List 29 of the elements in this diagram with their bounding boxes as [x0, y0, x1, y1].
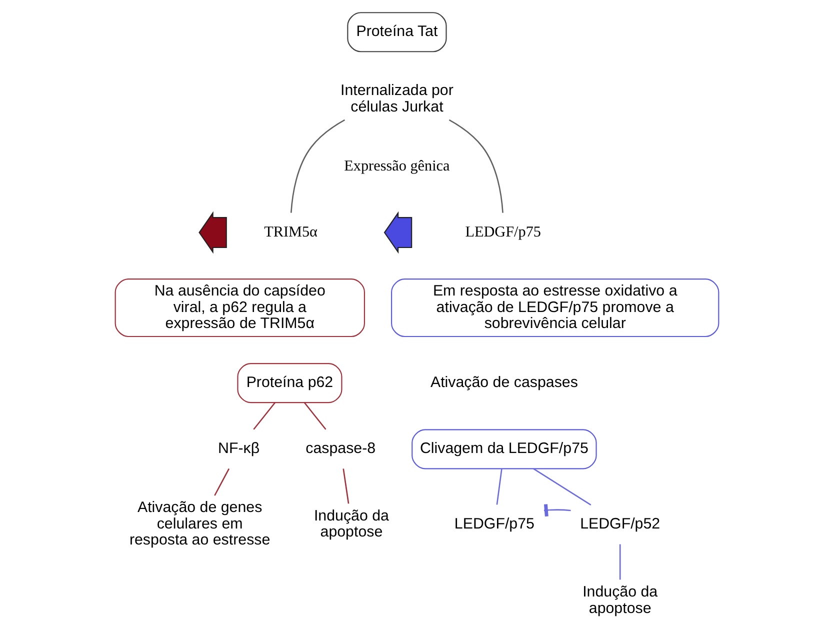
node-text: Expressão gênica — [344, 157, 450, 174]
node-text: LEDGF/p52 — [580, 515, 660, 532]
node-text: LEDGF/p75 — [454, 515, 534, 532]
node-text: Ativação de genes celulares em resposta ao estresse — [128, 499, 270, 549]
node-text: Ativação de caspases — [430, 374, 578, 392]
node-box: Proteína p62 — [236, 363, 342, 404]
connector — [342, 468, 349, 504]
node-text: LEDGF/p75 — [464, 224, 541, 241]
connector — [252, 402, 276, 430]
connector — [303, 402, 326, 430]
connector — [448, 119, 503, 213]
node-text: Internalizada por células Jurkat — [340, 82, 453, 116]
connector — [532, 468, 591, 506]
connector — [214, 468, 230, 496]
node-text: NF-κβ — [218, 440, 260, 458]
node-box: Clivagem da LEDGF/p75 — [411, 429, 596, 470]
node-text: Indução da apoptose — [313, 507, 388, 541]
node-text: caspase-8 — [305, 440, 376, 458]
node-arrow — [198, 211, 226, 254]
node-arrow — [383, 211, 412, 254]
node-box: Proteína Tat — [346, 12, 446, 52]
node-box: Em resposta ao estresse oxidativo a ativação de LEDGF/p75 promove a sobrevivência celular — [390, 278, 719, 338]
node-box: Na ausência do capsídeo viral, a p62 regula a expressão de TRIM5α — [114, 278, 364, 338]
connector — [618, 544, 620, 580]
node-text: Indução da apoptose — [582, 584, 658, 617]
connector — [543, 504, 570, 516]
connector — [290, 119, 345, 213]
connector — [496, 468, 502, 505]
node-text: TRIM5α — [264, 224, 318, 241]
